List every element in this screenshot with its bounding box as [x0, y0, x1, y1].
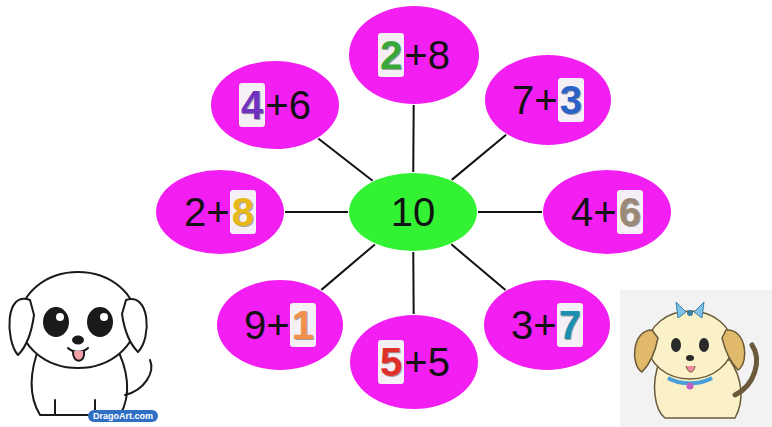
- spoke-line: [318, 139, 372, 181]
- addition-fact: 4+6: [239, 83, 311, 127]
- sketch-puppy: [9, 272, 151, 415]
- petal-circle: 7+3: [484, 54, 612, 146]
- petal-circle: 4+6: [542, 169, 672, 255]
- colored-puppy: [620, 290, 772, 427]
- addition-fact: 9+1: [244, 303, 316, 347]
- spoke-line: [321, 244, 375, 289]
- spoke-line: [285, 211, 348, 213]
- sum-total: 10: [391, 190, 436, 234]
- addition-fact: 3+7: [511, 303, 583, 347]
- petal-circle: 9+1: [216, 279, 344, 371]
- addition-fact: 2+8: [378, 33, 450, 77]
- addition-fact: 7+3: [512, 78, 584, 122]
- petal-circle: 2+8: [155, 169, 285, 255]
- spoke-line: [412, 252, 414, 314]
- addition-fact: 2+8: [184, 190, 256, 234]
- center-circle: 10: [348, 172, 478, 252]
- spoke-line: [478, 211, 542, 213]
- addition-fact: 4+6: [571, 190, 643, 234]
- spoke-line: [412, 105, 414, 172]
- petal-circle: 5+5: [349, 314, 479, 410]
- watermark: DragoArt.com: [88, 410, 158, 422]
- petal-circle: 2+8: [348, 5, 480, 105]
- petal-circle: 4+6: [210, 60, 340, 150]
- spoke-line: [452, 135, 506, 180]
- spoke-line: [451, 244, 505, 290]
- addition-fact: 5+5: [378, 340, 450, 384]
- petal-circle: 3+7: [483, 279, 611, 371]
